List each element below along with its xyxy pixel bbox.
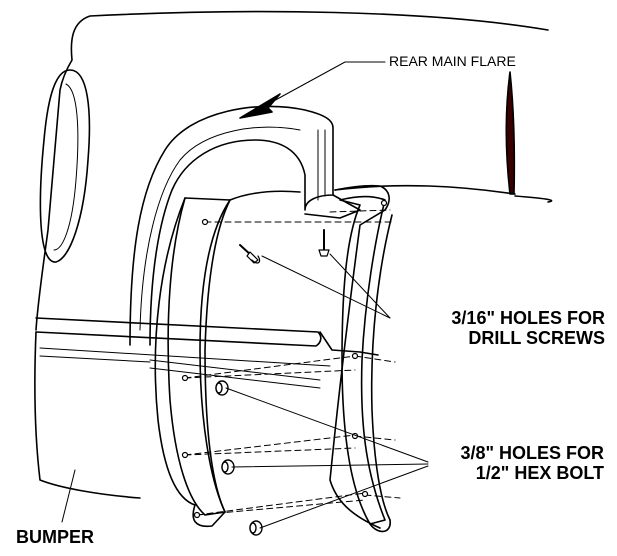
tail-light-inner: [53, 83, 79, 251]
hex-bolt: [249, 520, 263, 536]
hex-bolt: [215, 380, 229, 396]
bumper-top: [35, 317, 322, 347]
extension-panel-left: [167, 197, 231, 516]
fender-body: [329, 184, 390, 529]
hex-bolt-label-line1: 3/8" HOLES FOR: [460, 443, 604, 463]
bumper-end: [319, 331, 379, 356]
drill-screw-leaders: [261, 253, 391, 319]
hex-bolt-leaders: [225, 387, 429, 529]
flare-leader-arrowhead: [239, 93, 281, 119]
drill-screw-2: [318, 229, 330, 257]
extension-panel-right: [339, 195, 386, 525]
tail-light: [39, 69, 91, 263]
extension-panel-left-flange: [192, 504, 226, 528]
rear-main-flare-outer: [129, 105, 334, 346]
dashed-alignment-lines: [184, 209, 401, 516]
bumper-lower-line: [149, 359, 321, 389]
extension-panel-left-outer: [154, 197, 196, 506]
flare-tab: [304, 194, 361, 219]
flare-leader-line: [269, 61, 386, 104]
drill-screws-label: 3/16" HOLES FOR DRILL SCREWS: [400, 308, 605, 349]
rear-main-flare-fold: [317, 129, 326, 201]
bed-side-line: [334, 184, 516, 195]
extension-panel-right-bottom: [369, 519, 391, 533]
extension-panel-top: [229, 190, 301, 201]
drill-screw: [239, 244, 261, 264]
rear-main-flare-inner: [139, 126, 301, 331]
bumper-body: [34, 331, 141, 499]
tailgate-seam-marker: [505, 71, 516, 195]
extension-panel-right-outer: [370, 214, 393, 521]
bumper-leader: [61, 469, 76, 523]
extension-panel-left-wall: [199, 199, 231, 513]
rear-main-flare-label: REAR MAIN FLARE: [389, 53, 516, 69]
bumper-label: BUMPER: [16, 527, 95, 547]
truck-body-bottom-edge: [514, 195, 553, 203]
drill-screws-label-line2: DRILL SCREWS: [468, 327, 605, 348]
bumper-face: [39, 347, 331, 367]
hex-bolt-label-line2: 1/2" HEX BOLT: [475, 462, 604, 483]
mounting-holes: [181, 199, 388, 519]
hex-bolt-label: 3/8" HOLES FOR 1/2" HEX BOLT: [428, 443, 604, 484]
drill-screws-label-line1: 3/16" HOLES FOR: [451, 308, 605, 328]
